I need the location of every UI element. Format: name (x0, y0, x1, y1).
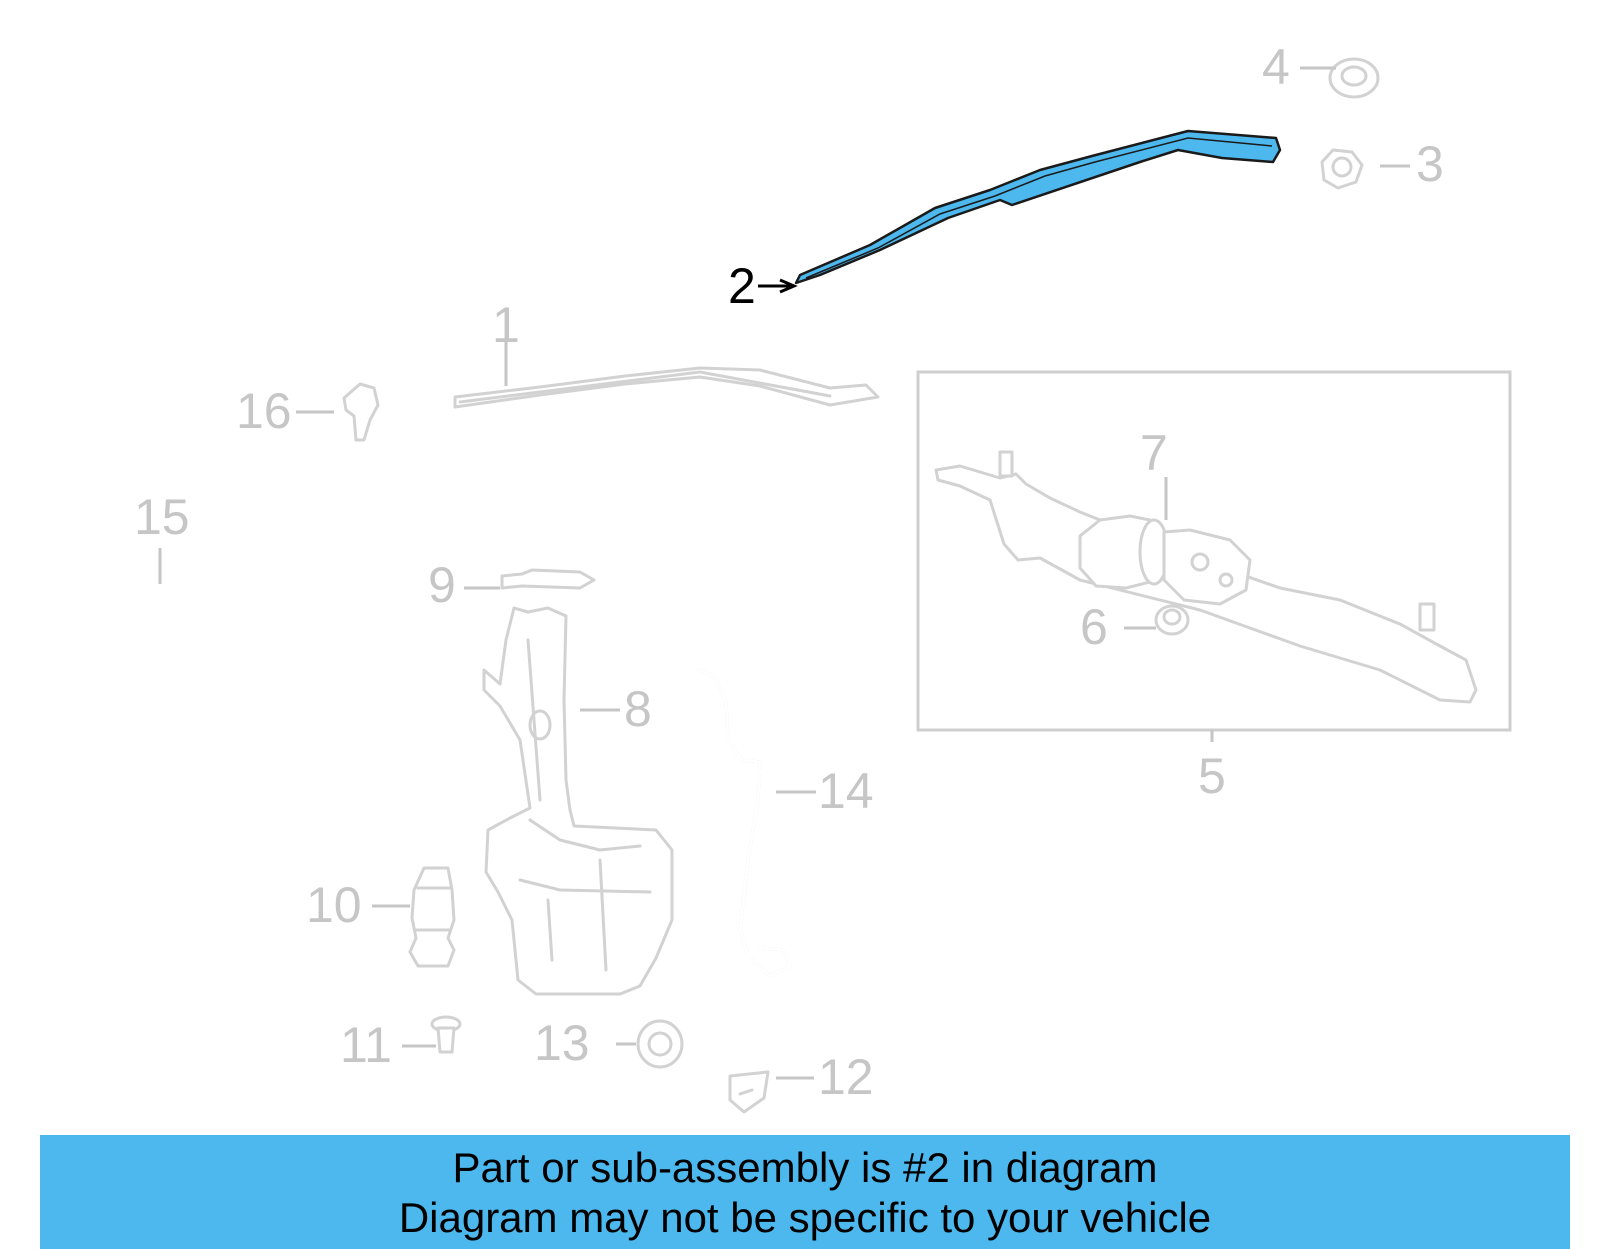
banner-line-2: Diagram may not be specific to your vehi… (398, 1194, 1212, 1241)
part-13-grommet[interactable] (636, 1019, 684, 1069)
callout-2: 2 (728, 258, 756, 314)
callout-3: 3 (1416, 136, 1444, 192)
callout-9: 9 (428, 557, 456, 613)
info-banner: Part or sub-assembly is #2 in diagram Di… (40, 1135, 1570, 1249)
part-11-bolt[interactable] (430, 1015, 462, 1054)
part-12-clip[interactable] (728, 1070, 770, 1114)
callout-6: 6 (1080, 599, 1108, 655)
callout-7: 7 (1140, 425, 1168, 481)
callout-8: 8 (624, 681, 652, 737)
part-1-wiper-blade[interactable] (453, 366, 880, 409)
part-14-hose[interactable] (696, 668, 792, 978)
callout-12: 12 (818, 1049, 874, 1105)
part-6-grommet[interactable] (1154, 604, 1190, 636)
callout-16: 16 (236, 383, 292, 439)
part-10-pump[interactable] (408, 866, 456, 968)
banner-line-1: Part or sub-assembly is #2 in diagram (452, 1144, 1158, 1191)
callout-13: 13 (534, 1015, 590, 1071)
callout-4: 4 (1262, 39, 1290, 95)
callout-5: 5 (1198, 748, 1226, 804)
part-3-nut[interactable] (1320, 148, 1364, 190)
callout-10: 10 (306, 877, 362, 933)
part-9-connector[interactable] (500, 568, 596, 590)
part-5-group-box (916, 370, 1512, 732)
part-4-cap[interactable] (1328, 57, 1380, 99)
callout-1: 1 (492, 297, 520, 353)
leader-lines (158, 66, 1410, 1080)
part-2-wiper-arm[interactable] (794, 129, 1282, 285)
part-8-reservoir[interactable] (482, 606, 674, 996)
part-15-washer-hose[interactable] (118, 516, 676, 698)
part-16-nozzle[interactable] (342, 382, 380, 442)
callout-11: 11 (340, 1017, 392, 1073)
callout-14: 14 (818, 763, 874, 819)
callout-15: 15 (134, 489, 190, 545)
part-7-motor[interactable] (1078, 514, 1252, 606)
